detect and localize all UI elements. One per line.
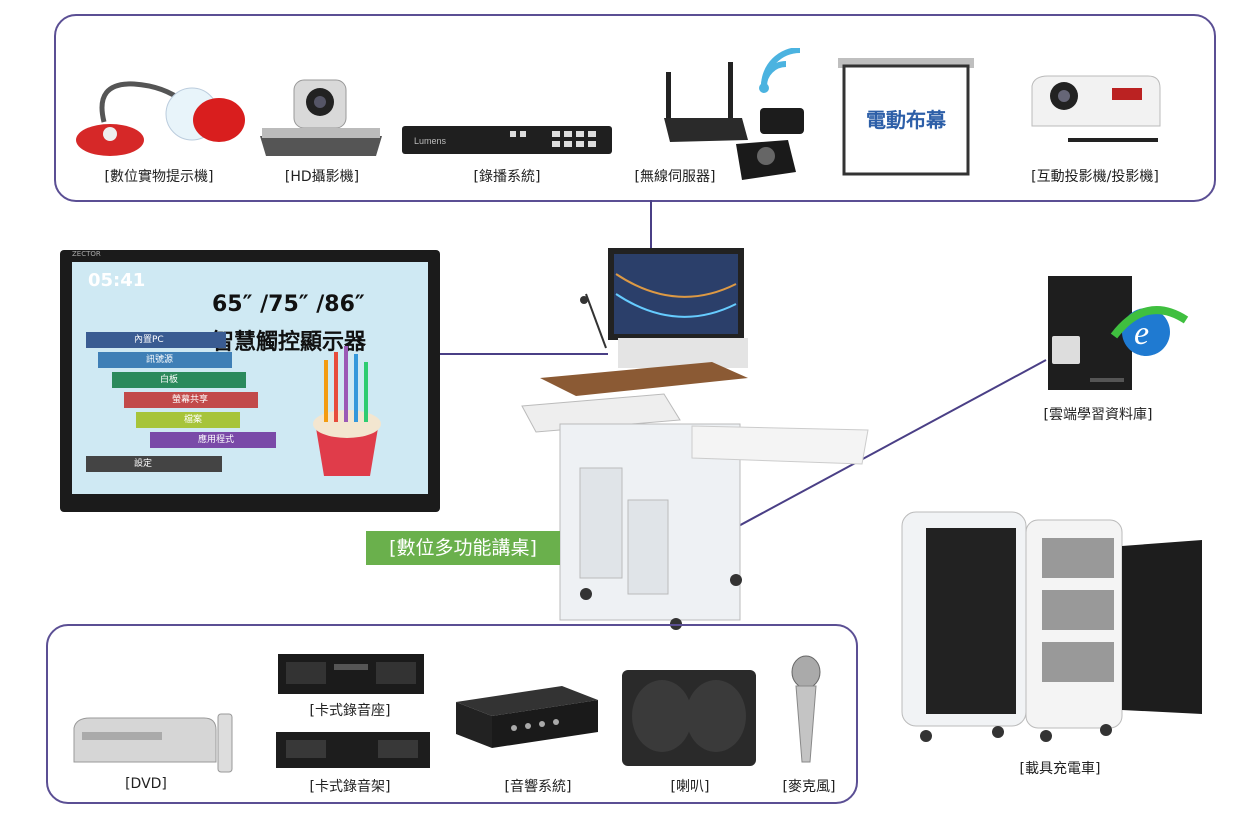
- cloud-database-label: [雲端學習資料庫]: [1043, 407, 1153, 423]
- menu-item[interactable]: 應用程式: [150, 432, 276, 448]
- audio-system-label: [音響系統]: [504, 779, 572, 795]
- recording-system-image: Lumens: [402, 126, 612, 154]
- hd-camera-image: [260, 79, 382, 156]
- menu-item[interactable]: 螢幕共享: [124, 392, 258, 408]
- wireless-server-image: [664, 48, 804, 180]
- cupcake-image: [313, 346, 381, 476]
- audio-system-image: [456, 686, 598, 748]
- dvd-label: [DVD]: [125, 776, 167, 792]
- cassette-deck-image: [278, 654, 424, 694]
- doc-camera-image: [76, 81, 245, 156]
- display-title: 智慧觸控顯示器: [212, 330, 367, 355]
- wireless-server-label: [無線伺服器]: [634, 169, 716, 185]
- smart-display: 05:41 65″ /75″ /86″ 智慧觸控顯示器 內置PC 訊號源 白板 …: [60, 250, 440, 512]
- cassette-rack-label: [卡式錄音架]: [309, 779, 391, 795]
- recording-system-label: [錄播系統]: [473, 169, 541, 185]
- display-sizes: 65″ /75″ /86″: [212, 292, 365, 317]
- projection-screen-image: [838, 58, 974, 176]
- microphone-image: [791, 655, 821, 763]
- podium-image: [521, 248, 869, 630]
- speaker-image: [622, 670, 756, 766]
- menu-item[interactable]: 設定: [86, 456, 222, 472]
- cassette-deck-label: [卡式錄音座]: [309, 703, 391, 719]
- screen-text: 電動布幕: [866, 108, 946, 132]
- display-screen: 05:41 65″ /75″ /86″ 智慧觸控顯示器 內置PC 訊號源 白板 …: [72, 262, 428, 494]
- cassette-rack-image: [276, 732, 430, 768]
- menu-item[interactable]: 檔案: [136, 412, 240, 428]
- doc-camera-label: [數位實物提示機]: [104, 169, 214, 185]
- cloud-database-image: e: [1048, 276, 1189, 390]
- bottom-device-group: [46, 624, 858, 804]
- display-clock: 05:41: [88, 270, 146, 291]
- connector-top: [650, 200, 652, 248]
- menu-item[interactable]: 訊號源: [98, 352, 232, 368]
- menu-item[interactable]: 內置PC: [86, 332, 226, 348]
- projector-image: [1031, 75, 1161, 142]
- charging-cart-image: [901, 511, 1202, 742]
- podium-label: [數位多功能講桌]: [366, 531, 560, 565]
- charging-cart-label: [載具充電車]: [1019, 761, 1101, 777]
- menu-item[interactable]: 白板: [112, 372, 246, 388]
- hd-camera-label: [HD攝影機]: [284, 169, 360, 185]
- svg-text:e: e: [1134, 315, 1149, 352]
- projector-label: [互動投影機/投影機]: [1031, 169, 1159, 185]
- recorder-brand: Lumens: [414, 136, 447, 146]
- dvd-image: [73, 713, 233, 773]
- microphone-label: [麥克風]: [782, 779, 836, 795]
- display-brand: ZECTOR: [72, 250, 101, 258]
- speaker-label: [喇叭]: [670, 779, 710, 795]
- connector-display: [436, 353, 608, 355]
- top-device-group: [54, 14, 1216, 202]
